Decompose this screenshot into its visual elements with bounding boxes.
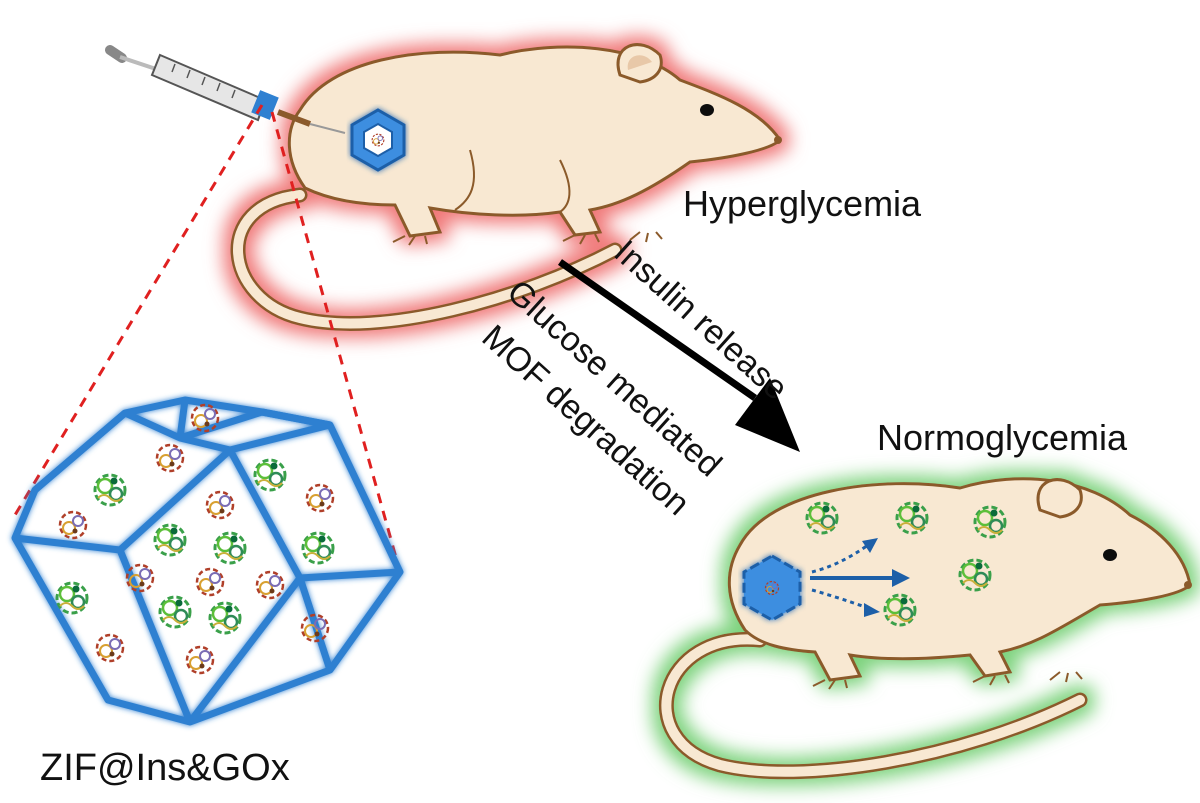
mouse-feet xyxy=(392,231,663,246)
protein-cluster xyxy=(55,403,335,675)
mouse-feet-normal xyxy=(812,671,1083,690)
label-particle-name: ZIF@Ins&GOx xyxy=(40,747,290,789)
mof-crystal xyxy=(11,396,404,726)
label-hyperglycemia: Hyperglycemia xyxy=(683,183,922,224)
syringe-icon xyxy=(105,45,346,134)
release-arrows xyxy=(810,538,910,617)
label-normoglycemia: Normoglycemia xyxy=(877,417,1128,458)
mouse-icon xyxy=(230,43,782,331)
mouse-icon-normal xyxy=(659,477,1192,780)
mof-particle-degraded-icon xyxy=(742,554,802,622)
release-arrow-icon xyxy=(557,259,800,452)
mof-particle-icon xyxy=(350,108,406,172)
zoom-lines xyxy=(10,104,402,573)
